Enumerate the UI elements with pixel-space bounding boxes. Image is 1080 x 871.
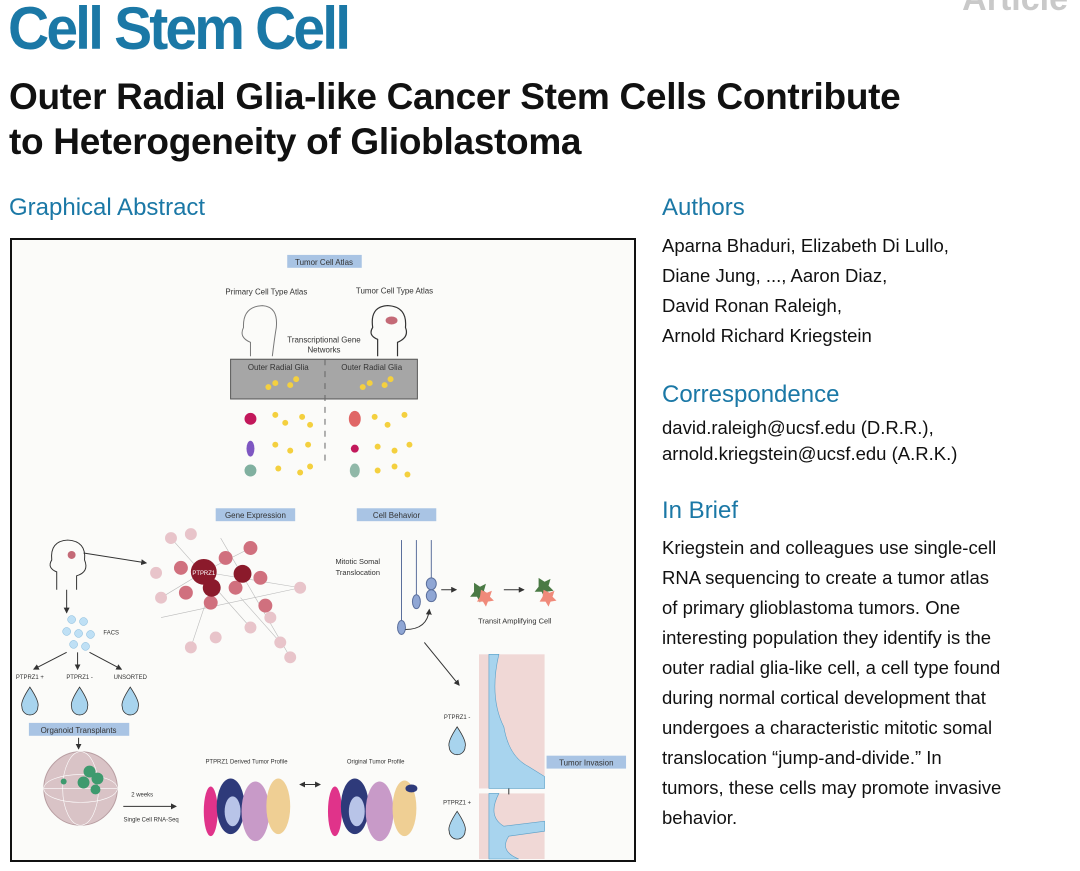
primary-atlas-label: Primary Cell Type Atlas (225, 288, 307, 297)
gene-expression-label: Gene Expression (215, 508, 296, 522)
svg-text:Outer Radial Glia: Outer Radial Glia (248, 363, 309, 372)
invasion-neg-label: PTPRZ1 - (444, 715, 470, 721)
svg-text:Tumor Invasion: Tumor Invasion (559, 759, 613, 768)
transit-label: Transit Amplifying Cell (478, 617, 552, 626)
svg-text:Gene Expression: Gene Expression (225, 511, 286, 520)
graphical-abstract: Tumor Cell Atlas Primary Cell Type Atlas… (10, 238, 636, 862)
networks-label: Transcriptional Gene (287, 335, 361, 344)
unsorted-label: UNSORTED (114, 675, 148, 681)
brief-line: of primary glioblastoma tumors. One (662, 597, 961, 618)
head-icon (241, 305, 278, 357)
authors-heading: Authors (662, 194, 745, 221)
tsne-plot-derived (203, 778, 291, 842)
ptprz1-neg-label: PTPRZ1 - (66, 675, 92, 681)
brief-line: during normal cortical development that (662, 687, 986, 708)
droplet-icon (21, 686, 139, 716)
brief-line: translocation “jump-and-divide.” In (662, 747, 942, 768)
svg-text:Outer Radial Glia: Outer Radial Glia (341, 363, 402, 372)
author-line[interactable]: Arnold Richard Kriegstein (662, 325, 872, 346)
article-title: Outer Radial Glia-like Cancer Stem Cells… (9, 74, 901, 164)
droplet-icon (448, 726, 466, 840)
tumor-type-atlas-label: Tumor Cell Type Atlas (356, 287, 433, 296)
outer-radial-glia-panel: Outer Radial Glia Outer Radial Glia (230, 358, 418, 400)
mitotic-label: Translocation (336, 568, 380, 577)
facs-label: FACS (103, 630, 119, 636)
svg-text:Tumor Cell Atlas: Tumor Cell Atlas (295, 258, 353, 267)
brief-line: outer radial glia-like cell, a cell type… (662, 657, 1001, 678)
facs-cells (62, 615, 95, 651)
cell-types (244, 410, 413, 478)
brief-line: tumors, these cells may promote invasive (662, 777, 1002, 798)
invasion-pos-label: PTPRZ1 + (443, 800, 471, 806)
correspondence-list: david.raleigh@ucsf.edu (D.R.R.), arnold.… (662, 415, 957, 467)
networks-label: Networks (307, 345, 340, 354)
email-link[interactable]: david.raleigh@ucsf.edu (D.R.R.), (662, 417, 934, 438)
email-link[interactable]: arnold.kriegstein@ucsf.edu (A.R.K.) (662, 443, 958, 464)
brief-line: RNA sequencing to create a tumor atlas (662, 567, 990, 588)
journal-logo: Cell Stem Cell (8, 0, 351, 62)
cell-behavior-label: Cell Behavior (356, 508, 437, 522)
title-line: Outer Radial Glia-like Cancer Stem Cells… (9, 76, 901, 117)
organoid-sphere (43, 751, 118, 826)
brief-line: interesting population they identify is … (662, 627, 992, 648)
author-line[interactable]: David Ronan Raleigh, (662, 295, 842, 316)
brief-line: behavior. (662, 807, 738, 828)
brief-line: undergoes a characteristic mitotic somal (662, 717, 993, 738)
radial-glia-cells (397, 540, 437, 635)
tumor-cell-atlas-label: Tumor Cell Atlas (287, 254, 362, 268)
transit-cells (470, 577, 557, 607)
in-brief-heading: In Brief (662, 497, 739, 524)
author-line[interactable]: Diane Jung, ..., Aaron Diaz, (662, 265, 888, 286)
title-line: to Heterogeneity of Glioblastoma (9, 121, 582, 162)
authors-list: Aparna Bhaduri, Elizabeth Di Lullo, Dian… (662, 231, 949, 351)
tumor-invasion-label: Tumor Invasion (546, 755, 627, 769)
svg-text:PTPRZ1: PTPRZ1 (192, 571, 216, 577)
gene-network: PTPRZ1 (150, 528, 307, 664)
author-line[interactable]: Aparna Bhaduri, Elizabeth Di Lullo, (662, 235, 949, 256)
article-type: Article (962, 0, 1068, 19)
derived-profile-label: PTPRZ1 Derived Tumor Profile (205, 760, 288, 766)
patient-head-icon (49, 539, 87, 590)
organoid-transplants-label: Organoid Transplants (28, 722, 130, 736)
head-tumor-icon (370, 304, 408, 357)
invasion-panel (478, 654, 545, 860)
original-profile-label: Original Tumor Profile (347, 760, 405, 766)
svg-text:Cell Behavior: Cell Behavior (373, 511, 421, 520)
in-brief-text: Kriegstein and colleagues use single-cel… (662, 533, 1001, 833)
brief-line: Kriegstein and colleagues use single-cel… (662, 537, 997, 558)
mitotic-label: Mitotic Somal (335, 557, 380, 566)
ptprz1-pos-label: PTPRZ1 + (16, 675, 44, 681)
two-weeks-label: 2 weeks (131, 792, 153, 798)
graphical-abstract-heading: Graphical Abstract (9, 194, 206, 221)
svg-text:Organoid Transplants: Organoid Transplants (41, 726, 117, 735)
tsne-plot-original (327, 778, 418, 842)
scrna-label: Single Cell RNA-Seq (123, 817, 178, 823)
correspondence-heading: Correspondence (662, 381, 840, 408)
